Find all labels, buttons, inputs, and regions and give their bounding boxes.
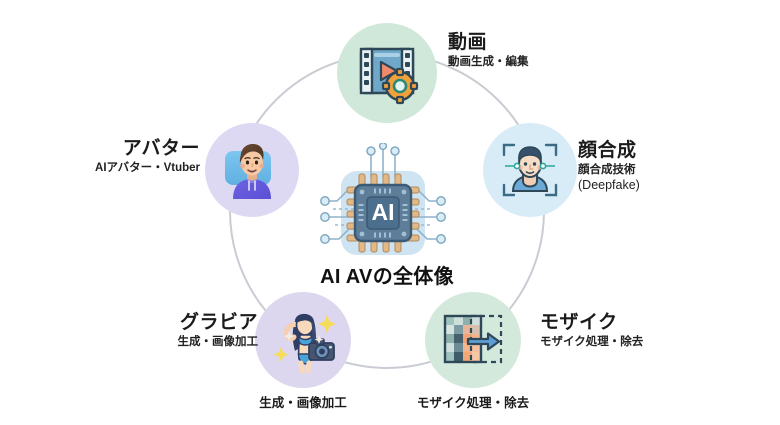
- mosaic-arrow-icon: [443, 314, 503, 364]
- label-mosaic-subtitle: モザイク処理・除去: [540, 336, 644, 349]
- label-mosaic-title: モザイク: [540, 312, 618, 333]
- node-face[interactable]: [483, 123, 577, 217]
- label-video: 動画 動画生成・編集: [448, 32, 529, 70]
- label-avatar-subtitle: AIアバター・Vtuber: [95, 162, 200, 175]
- label-gravure-subtitle: 生成・画像加工: [177, 336, 259, 349]
- node-gravure[interactable]: [255, 292, 351, 388]
- caption-gravure: 生成・画像加工: [259, 396, 347, 410]
- video-film-gear-icon: [359, 47, 419, 105]
- center-ai-chip: AI: [313, 143, 453, 283]
- label-gravure-title: グラビア: [179, 312, 258, 333]
- node-mosaic[interactable]: [425, 292, 521, 388]
- ai-chip-icon: AI: [320, 143, 446, 253]
- label-face-subtitle: 顔合成技術: [578, 164, 636, 177]
- node-avatar[interactable]: [205, 123, 299, 217]
- gravure-camera-icon: [273, 313, 336, 373]
- label-video-subtitle: 動画生成・編集: [448, 56, 529, 69]
- label-video-title: 動画: [448, 32, 488, 53]
- svg-text:AI: AI: [372, 199, 395, 225]
- label-avatar: アバター AIアバター・Vtuber: [52, 138, 200, 176]
- center-title: AI AVの全体像: [320, 266, 454, 288]
- label-gravure: グラビア 生成・画像加工: [108, 312, 259, 350]
- avatar-person-icon: [225, 144, 271, 199]
- label-face: 顔合成 顔合成技術 (Deepfake): [578, 140, 640, 193]
- label-avatar-title: アバター: [122, 138, 200, 159]
- label-mosaic: モザイク モザイク処理・除去: [540, 312, 643, 350]
- face-scan-icon: [502, 143, 558, 197]
- label-face-title: 顔合成: [578, 140, 637, 161]
- label-face-subtitle2: (Deepfake): [578, 177, 640, 192]
- node-video[interactable]: [337, 23, 437, 123]
- caption-mosaic: モザイク処理・除去: [416, 396, 530, 410]
